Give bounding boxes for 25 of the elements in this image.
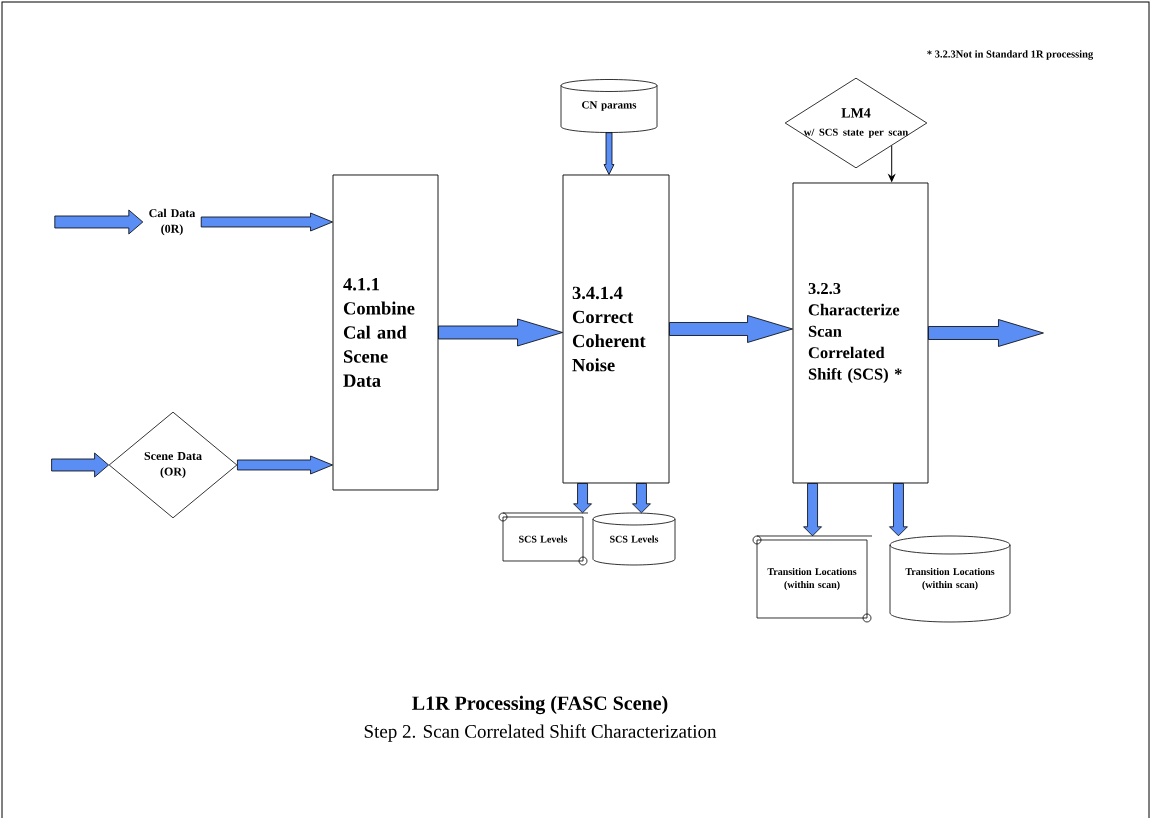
arrow — [573, 483, 592, 514]
process-box: 3.2.3 Characterize Scan Correlated Shift (SCS) * — [792, 182, 929, 484]
data-label: Cal Data (0R) — [149, 208, 196, 236]
document-scroll: SCS Levels — [498, 512, 589, 566]
arrow — [928, 319, 1044, 347]
arrow — [632, 483, 651, 514]
arrow — [603, 132, 615, 175]
arrow — [803, 483, 822, 537]
arrow — [438, 318, 563, 347]
database-cylinder: SCS Levels — [592, 512, 676, 566]
arrow — [888, 145, 896, 182]
caption: Step 2. Scan Correlated Shift Characterization — [364, 724, 717, 742]
note: * 3.2.3Not in Standard 1R processing — [927, 50, 1094, 60]
arrow — [237, 455, 333, 475]
arrow — [669, 315, 793, 343]
document-scroll: Transition Locations (within scan) — [752, 535, 873, 623]
arrow — [200, 212, 333, 232]
database-cylinder: CN params — [560, 79, 658, 133]
arrow — [54, 209, 144, 235]
arrow — [889, 483, 908, 537]
process-box: 3.4.1.4 Correct Coherent Noise — [562, 174, 670, 484]
title: L1R Processing (FASC Scene) — [412, 695, 668, 715]
process-box: 4.1.1 Combine Cal and Scene Data — [332, 174, 439, 491]
database-cylinder: Transition Locations (within scan) — [889, 535, 1011, 623]
arrow — [51, 452, 109, 478]
